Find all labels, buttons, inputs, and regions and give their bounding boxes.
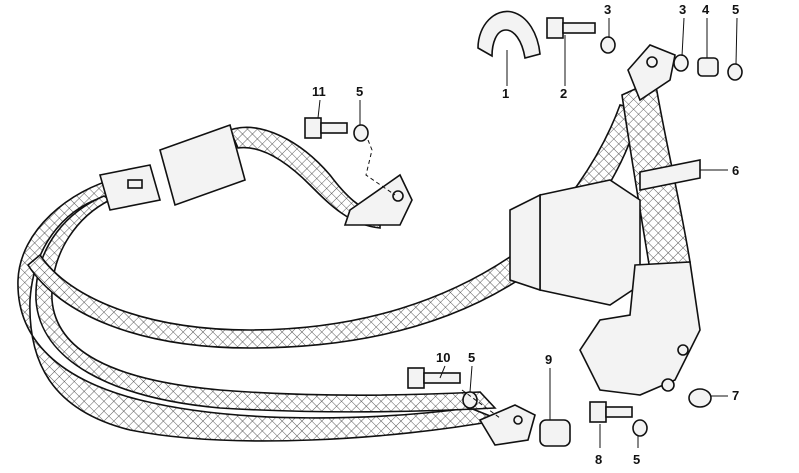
callout-4: 4 — [702, 2, 710, 17]
bracket-hole — [677, 344, 689, 356]
callout-5d: 5 — [633, 452, 640, 467]
callout-3a: 3 — [604, 2, 611, 17]
bracket-hole-lower — [661, 378, 675, 392]
retractor-cover — [509, 193, 541, 292]
buckle-tongue-slot — [127, 179, 143, 189]
lower-anchor-plate — [478, 404, 536, 446]
retractor-bracket-6 — [639, 159, 701, 191]
callout-8: 8 — [595, 452, 602, 467]
dash-line-10 — [461, 389, 501, 419]
lower-guide-bracket — [579, 261, 701, 396]
callout-5b: 5 — [356, 84, 363, 99]
spacer-part-9 — [539, 419, 571, 447]
nut-part-7 — [688, 388, 712, 408]
washer-part-5a — [727, 63, 743, 81]
washer-part-5d — [632, 419, 648, 437]
callout-5c: 5 — [468, 350, 475, 365]
lower-anchor-hole — [513, 415, 523, 425]
top-anchor-hole — [646, 56, 658, 68]
callout-1: 1 — [502, 86, 509, 101]
callout-11: 11 — [312, 84, 326, 99]
callout-6: 6 — [732, 163, 739, 178]
retractor-housing — [539, 179, 641, 306]
bolt-part-8 — [589, 401, 633, 423]
washer-part-3a — [600, 36, 616, 54]
bolt-part-11 — [304, 117, 348, 139]
cover-cap-part — [477, 10, 541, 59]
lap-belt-inner-webbing — [35, 195, 497, 413]
buckle-anchor-hole — [392, 190, 404, 202]
callout-7: 7 — [732, 388, 739, 403]
bolt-part-2 — [546, 17, 596, 39]
spacer-part-4 — [697, 57, 719, 77]
buckle-housing — [159, 123, 246, 207]
callout-10: 10 — [436, 350, 450, 365]
callout-5a: 5 — [732, 2, 739, 17]
washer-part-3b — [673, 54, 689, 72]
bolt-part-10 — [407, 367, 461, 389]
washer-part-5b — [353, 124, 369, 142]
leader-lines — [317, 17, 738, 448]
dash-line-11 — [365, 139, 396, 196]
callout-2: 2 — [560, 86, 567, 101]
buckle-anchor-bracket — [343, 173, 413, 226]
top-anchor-plate — [627, 44, 676, 102]
callout-9: 9 — [545, 352, 552, 367]
callout-3b: 3 — [679, 2, 686, 17]
